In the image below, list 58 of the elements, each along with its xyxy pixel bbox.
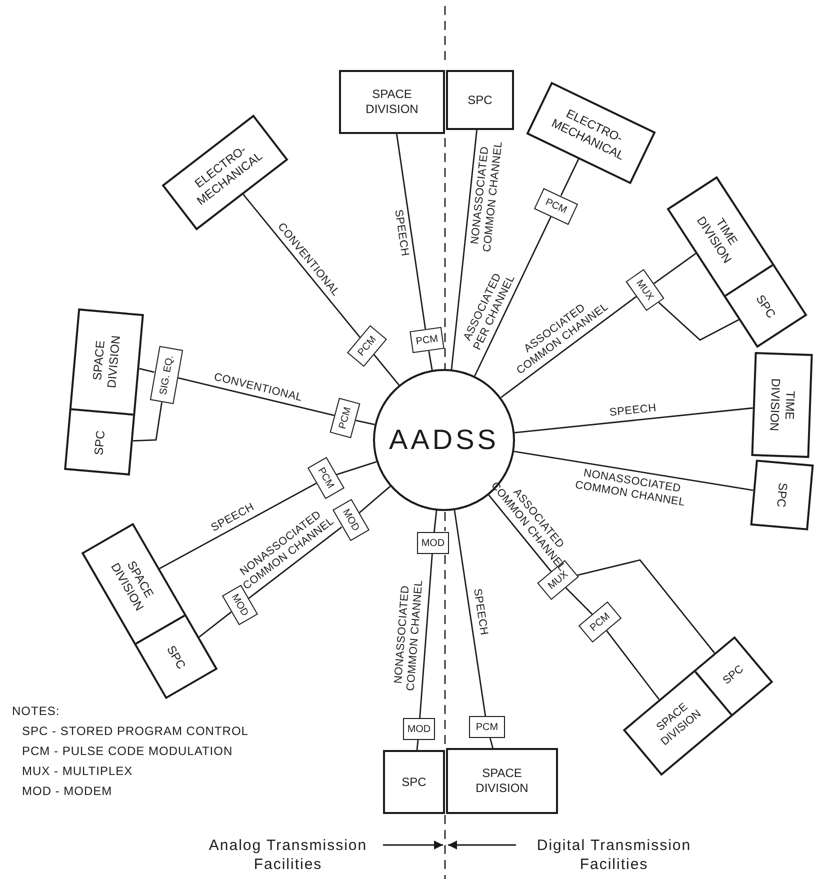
connector-line <box>500 296 637 398</box>
connector-line <box>336 461 377 476</box>
unit-box: MOD <box>403 718 435 740</box>
unit-box: SIG. EQ. <box>149 346 183 404</box>
arrow <box>383 840 443 850</box>
note-text: MOD - MODEM <box>22 784 112 798</box>
edge-label: SPEECH <box>470 587 490 636</box>
note-text: PCM - PULSE CODE MODULATION <box>22 744 233 758</box>
switch-box: TIME DIVISION <box>751 352 813 458</box>
connector-line <box>358 486 391 514</box>
connector-line <box>654 252 696 284</box>
arrow <box>448 840 516 850</box>
note-text: MUX - MULTIPLEX <box>22 764 133 778</box>
switch-box: SPC <box>446 70 514 130</box>
unit-box: PCM <box>469 716 505 738</box>
unit-box: PCM <box>330 398 360 438</box>
connector-line <box>454 510 486 716</box>
connector-line <box>474 216 552 376</box>
connector-line <box>248 526 342 599</box>
connector-line <box>416 740 419 750</box>
switch-box: SPACE DIVISION SPC <box>64 308 144 476</box>
edge-label: NONASSOCIATED COMMON CHANNEL <box>468 140 506 255</box>
connector-line <box>178 377 334 416</box>
facility-caption: Analog Transmission Facilities <box>193 835 383 875</box>
connector-line <box>560 158 580 196</box>
facility-caption: Digital Transmission Facilities <box>516 835 712 875</box>
connector-line <box>374 354 400 386</box>
edge-label: SPEECH <box>608 402 657 420</box>
connector-line <box>356 420 375 426</box>
connector-line <box>419 554 433 718</box>
connector-line <box>606 630 660 700</box>
edge-label: SPEECH <box>391 208 411 258</box>
connector-line <box>658 302 740 341</box>
connector-line <box>577 559 716 654</box>
switch-box: SPACE DIVISION <box>446 748 558 814</box>
connector-line <box>158 482 317 570</box>
connector-line <box>565 587 593 615</box>
connector-line <box>139 368 154 373</box>
connector-line <box>489 738 494 748</box>
connector-line <box>514 450 754 491</box>
connector-line <box>396 134 426 330</box>
unit-box: PCM <box>410 326 444 354</box>
connector-line <box>488 494 552 572</box>
connector-line <box>450 130 478 370</box>
edge-label: NONASSOCIATED COMMON CHANNEL <box>392 578 426 694</box>
switch-box: SPC <box>750 460 814 530</box>
unit-box: PCM <box>534 188 578 224</box>
connector-line <box>434 510 438 532</box>
unit-box: MOD <box>417 532 449 554</box>
note-text: NOTES: <box>12 704 60 718</box>
connector-line <box>132 402 162 442</box>
connector-line <box>428 350 433 370</box>
connector-line <box>242 194 360 338</box>
connector-line <box>514 407 753 434</box>
connector-line <box>198 611 232 638</box>
switch-box: SPC <box>383 750 445 814</box>
note-text: SPC - STORED PROGRAM CONTROL <box>22 724 248 738</box>
switch-box: SPACE DIVISION <box>339 70 445 134</box>
